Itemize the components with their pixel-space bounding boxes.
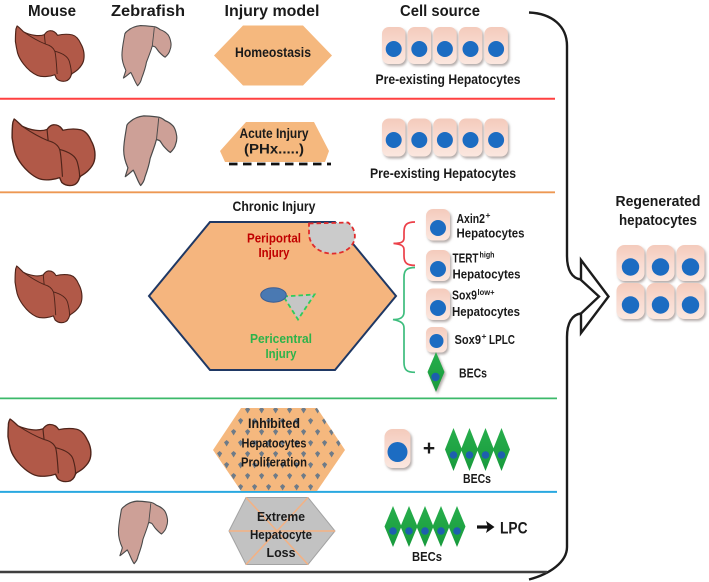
svg-text:Axin2: Axin2 [457, 212, 486, 226]
svg-text:Chronic Injury: Chronic Injury [233, 199, 316, 214]
svg-text:Inhibited: Inhibited [248, 416, 300, 431]
svg-text:Pre-existing Hepatocytes: Pre-existing Hepatocytes [376, 71, 521, 87]
svg-text:+: + [482, 331, 487, 341]
svg-text:Sox9: Sox9 [452, 289, 477, 303]
svg-text:high: high [480, 251, 495, 260]
svg-text:Mouse: Mouse [28, 3, 76, 20]
svg-text:Hepatocytes: Hepatocytes [452, 305, 520, 319]
svg-text:Injury: Injury [259, 246, 290, 260]
svg-text:Proliferation: Proliferation [241, 455, 307, 470]
svg-text:Regenerated: Regenerated [616, 193, 701, 210]
svg-text:Cell source: Cell source [400, 3, 480, 20]
svg-text:+: + [486, 210, 491, 220]
svg-text:Extreme: Extreme [257, 510, 305, 524]
svg-text:low+: low+ [478, 288, 495, 297]
svg-text:BECs: BECs [459, 367, 487, 381]
svg-text:Homeostasis: Homeostasis [235, 44, 311, 60]
svg-text:Hepatocytes: Hepatocytes [457, 227, 525, 241]
svg-text:Hepatocytes: Hepatocytes [453, 268, 521, 282]
svg-text:Loss: Loss [267, 546, 296, 560]
svg-text:Periportal: Periportal [247, 232, 301, 246]
svg-text:LPLC: LPLC [489, 332, 515, 347]
svg-text:Pericentral: Pericentral [250, 332, 312, 346]
svg-text:Zebrafish: Zebrafish [111, 3, 185, 20]
svg-text:Hepatocyte: Hepatocyte [250, 528, 312, 542]
svg-text:Injury model: Injury model [225, 3, 320, 20]
svg-text:Pre-existing Hepatocytes: Pre-existing Hepatocytes [370, 165, 516, 181]
svg-text:TERT: TERT [453, 252, 479, 266]
svg-text:hepatocytes: hepatocytes [619, 212, 697, 229]
svg-text:Acute Injury: Acute Injury [240, 126, 309, 141]
svg-text:+: + [423, 437, 435, 460]
svg-text:LPC: LPC [500, 520, 528, 538]
svg-text:Injury: Injury [266, 347, 297, 361]
svg-text:Hepatocytes: Hepatocytes [242, 436, 307, 451]
svg-text:BECs: BECs [463, 472, 491, 486]
svg-text:Sox9: Sox9 [455, 332, 482, 347]
svg-text:(PHx.....): (PHx.....) [244, 142, 304, 157]
svg-text:BECs: BECs [412, 550, 442, 564]
